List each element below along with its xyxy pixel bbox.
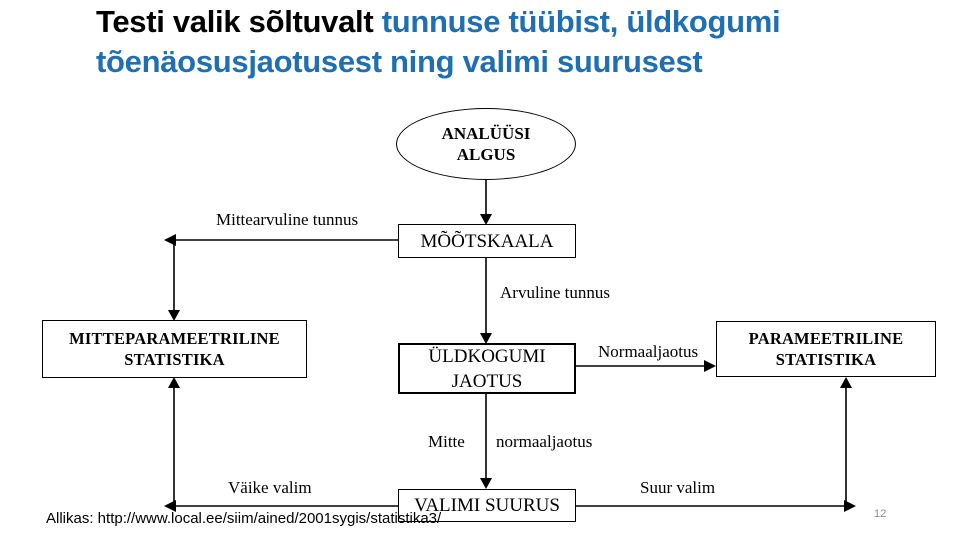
node-population-distribution-line2: JAOTUS [451,370,523,392]
node-nonparametric-statistics-line2: STATISTIKA [124,350,225,369]
node-sample-size[interactable]: VALIMI SUURUS [398,489,576,522]
page-title: Testi valik sõltuvalt tunnuse tüübist, ü… [96,2,876,82]
arrowhead-samplesize-top [480,478,492,489]
node-parametric-statistics[interactable]: PARAMEETRILINE STATISTIKA [716,321,936,377]
edge-label-small-sample: Väike valim [228,478,312,497]
page-title-blue-part: tunnuse tüübist, üldkogumi tõenäosusjaot… [96,4,781,79]
arrowhead-left-samplesize [164,500,176,512]
arrowhead-parametric-bottom [840,377,852,388]
arrowhead-right-samplesize [844,500,856,512]
arrowhead-scale-top [480,214,492,225]
edge-label-not-normal-b: normaaljaotus [496,432,593,451]
arrowhead-nonparametric-bottom [168,377,180,388]
node-population-distribution-line1: ÜLDKOGUMI [428,345,546,367]
node-sample-size-label: VALIMI SUURUS [414,495,560,516]
edge-label-non-numeric: Mittearvuline tunnus [216,210,359,229]
arrowhead-distribution-top [480,333,492,344]
source-reference: Allikas: http://www.local.ee/siim/ained/… [46,510,442,527]
node-analysis-start-line2: ALGUS [456,145,516,164]
edge-label-normal-distribution: Normaaljaotus [598,342,699,361]
node-population-distribution[interactable]: ÜLDKOGUMI JAOTUS [398,343,576,394]
node-analysis-start-line1: ANALÜÜSI [441,124,531,143]
arrowhead-nonparametric-top [168,310,180,321]
arrowhead-left-scale [164,234,176,246]
node-parametric-statistics-line2: STATISTIKA [775,350,877,369]
node-nonparametric-statistics[interactable]: MITTEPARAMEETRILINE STATISTIKA [42,320,307,378]
node-nonparametric-statistics-line1: MITTEPARAMEETRILINE [69,329,280,348]
node-analysis-start[interactable]: ANALÜÜSI ALGUS [396,108,576,180]
node-measurement-scale[interactable]: MÕÕTSKAALA [398,224,576,258]
edge-label-numeric: Arvuline tunnus [500,283,611,302]
node-measurement-scale-label: MÕÕTSKAALA [420,230,554,252]
page-title-black-part: Testi valik sõltuvalt [96,4,382,39]
edge-label-not-normal-a: Mitte [428,432,465,451]
edge-scale-to-nonparametric [173,239,398,312]
arrowhead-parametric-left [704,360,716,372]
node-parametric-statistics-line1: PARAMEETRILINE [748,329,904,348]
edge-label-large-sample: Suur valim [640,478,716,497]
page-number: 12 [874,508,887,520]
